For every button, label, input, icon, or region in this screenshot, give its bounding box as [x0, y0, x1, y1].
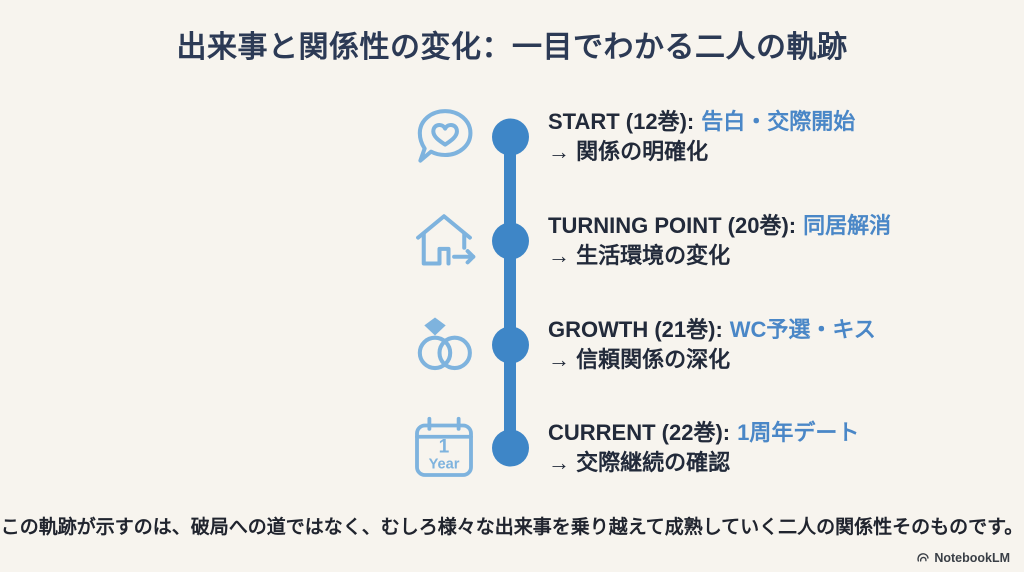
page-title: 出来事と関係性の変化：一目でわかる二人の軌跡 [176, 31, 848, 64]
notebooklm-logo-icon [917, 553, 929, 562]
phase-label: START (12巻): [548, 109, 695, 134]
timeline-item-turning-point: TURNING POINT (20巻):同居解消 → 生活環境の変化 [0, 201, 1024, 281]
calendar-1year-icon: 1 Year [406, 410, 482, 486]
phase-label: GROWTH (21巻): [548, 317, 723, 342]
timeline-node [492, 222, 529, 260]
timeline-node [492, 118, 529, 156]
timeline-item-growth: GROWTH (21巻):WC予選・キス → 信頼関係の深化 [0, 305, 1024, 385]
outcome-label: → 関係の明確化 [548, 139, 709, 164]
event-line: TURNING POINT (20巻):同居解消 [548, 211, 891, 241]
event-line: GROWTH (21巻):WC予選・キス [548, 315, 876, 345]
notebooklm-label: NotebookLM [934, 551, 1010, 565]
wedding-rings-icon [406, 307, 482, 383]
outcome-label: → 交際継続の確認 [548, 450, 731, 475]
event-line: CURRENT (22巻):1周年デート [548, 418, 859, 448]
timeline-item-start: START (12巻):告白・交際開始 → 関係の明確化 [0, 97, 1024, 177]
timeline-node [492, 429, 529, 467]
timeline-line [504, 137, 516, 448]
conclusion-text: この軌跡が示すのは、破局への道ではなく、むしろ様々な出来事を乗り越えて成熟してい… [0, 517, 1024, 538]
outcome-label: → 信頼関係の深化 [548, 347, 731, 372]
timeline-item-text: GROWTH (21巻):WC予選・キス → 信頼関係の深化 [548, 315, 876, 375]
timeline-item-text: START (12巻):告白・交際開始 → 関係の明確化 [548, 107, 855, 167]
timeline-item-text: CURRENT (22巻):1周年デート → 交際継続の確認 [548, 418, 859, 478]
event-highlight: 1周年デート [737, 420, 860, 445]
house-move-out-icon [406, 203, 482, 279]
timeline-item-text: TURNING POINT (20巻):同居解消 → 生活環境の変化 [548, 211, 891, 271]
event-line: START (12巻):告白・交際開始 [548, 107, 855, 137]
phase-label: CURRENT (22巻): [548, 420, 731, 445]
timeline-item-current: 1 Year CURRENT (22巻):1周年デート → 交際継続の確認 [0, 408, 1024, 488]
phase-label: TURNING POINT (20巻): [548, 213, 797, 238]
calendar-number: 1 [439, 437, 450, 458]
event-highlight: 同居解消 [803, 213, 892, 238]
heart-chat-icon [406, 99, 482, 175]
outcome-label: → 生活環境の変化 [548, 243, 731, 268]
event-highlight: WC予選・キス [729, 317, 876, 342]
timeline-node [492, 326, 529, 364]
event-highlight: 告白・交際開始 [701, 109, 856, 134]
notebooklm-attribution: NotebookLM [916, 551, 1010, 565]
calendar-year-label: Year [429, 456, 460, 472]
